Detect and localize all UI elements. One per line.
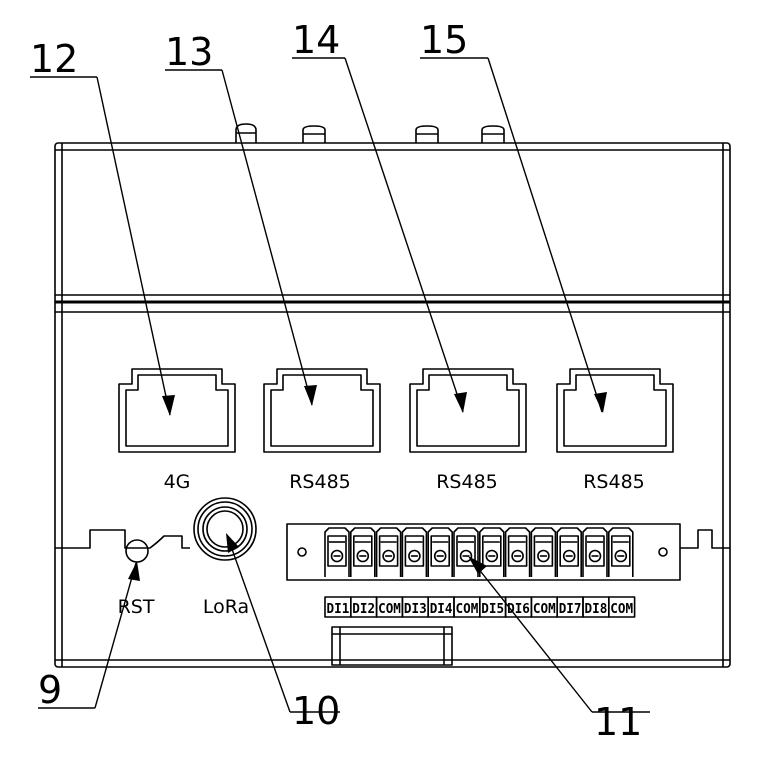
pin-label: COM xyxy=(533,602,556,617)
reset-label: RST xyxy=(118,596,155,618)
port-rs485-3 xyxy=(556,368,674,453)
terminal-slot xyxy=(375,527,402,577)
pin-label: DI7 xyxy=(559,602,582,617)
terminal-slot xyxy=(324,527,350,577)
mount-hole-left xyxy=(297,547,307,557)
callout-12: 12 xyxy=(30,37,78,81)
pin-label: DI2 xyxy=(352,602,375,617)
housing-outline xyxy=(54,142,731,668)
terminal-slot xyxy=(453,527,479,577)
pin-label: DI3 xyxy=(404,602,427,617)
din-rail-clip xyxy=(331,626,453,666)
callout-15: 15 xyxy=(420,18,468,62)
arrow-12 xyxy=(162,395,175,416)
terminal-slot xyxy=(504,527,531,577)
rj45-ports xyxy=(118,368,674,453)
callout-10: 10 xyxy=(292,689,340,733)
pin-label: COM xyxy=(456,602,479,617)
pin-label-cell xyxy=(607,596,636,618)
port-rs485-1 xyxy=(263,368,381,453)
lora-label: LoRa xyxy=(203,596,249,618)
arrow-13 xyxy=(304,385,317,406)
top-knob-3 xyxy=(415,125,439,143)
terminal-slot xyxy=(582,527,608,577)
callout-9: 9 xyxy=(38,668,62,712)
port-label-rs485-1: RS485 xyxy=(289,471,351,493)
housing xyxy=(54,142,731,668)
arrow-10 xyxy=(226,533,239,553)
reset-button xyxy=(125,539,149,563)
pin-label: DI6 xyxy=(507,602,530,617)
terminal-slot xyxy=(556,527,582,577)
pin-label: DI4 xyxy=(430,602,453,617)
top-knob-1 xyxy=(235,123,257,143)
callout-11: 11 xyxy=(594,700,642,744)
pin-label: DI1 xyxy=(327,602,350,617)
port-label-rs485-2: RS485 xyxy=(436,471,498,493)
arrow-15 xyxy=(594,392,607,413)
terminal-block-body xyxy=(286,523,681,581)
lower-recess-left xyxy=(55,529,190,549)
mount-hole-right xyxy=(658,547,668,557)
terminal-slot xyxy=(479,527,505,577)
leader-lines xyxy=(30,57,650,713)
port-label-4g: 4G xyxy=(164,471,191,493)
terminal-slot xyxy=(401,527,428,577)
lower-recess-right xyxy=(680,529,730,549)
arrow-11 xyxy=(468,556,487,574)
arrowheads xyxy=(128,385,607,581)
lora-antenna-connector xyxy=(193,497,257,561)
terminal-slot xyxy=(427,527,453,577)
port-label-rs485-3: RS485 xyxy=(583,471,645,493)
callout-14: 14 xyxy=(292,18,340,62)
pin-label: DI8 xyxy=(585,602,608,617)
terminal-slot xyxy=(350,527,376,577)
pin-label: COM xyxy=(378,602,401,617)
top-knob-4 xyxy=(481,125,505,143)
port-rs485-2 xyxy=(409,368,527,453)
top-knob-2 xyxy=(302,125,326,143)
callout-13: 13 xyxy=(165,30,213,74)
arrow-14 xyxy=(454,392,467,413)
arrow-9 xyxy=(128,561,140,581)
pin-label: COM xyxy=(610,602,633,617)
pin-label: DI5 xyxy=(481,602,504,617)
terminal-block xyxy=(286,523,681,581)
terminal-slot xyxy=(608,527,634,577)
terminal-slot xyxy=(530,527,557,577)
port-4g xyxy=(118,368,236,453)
